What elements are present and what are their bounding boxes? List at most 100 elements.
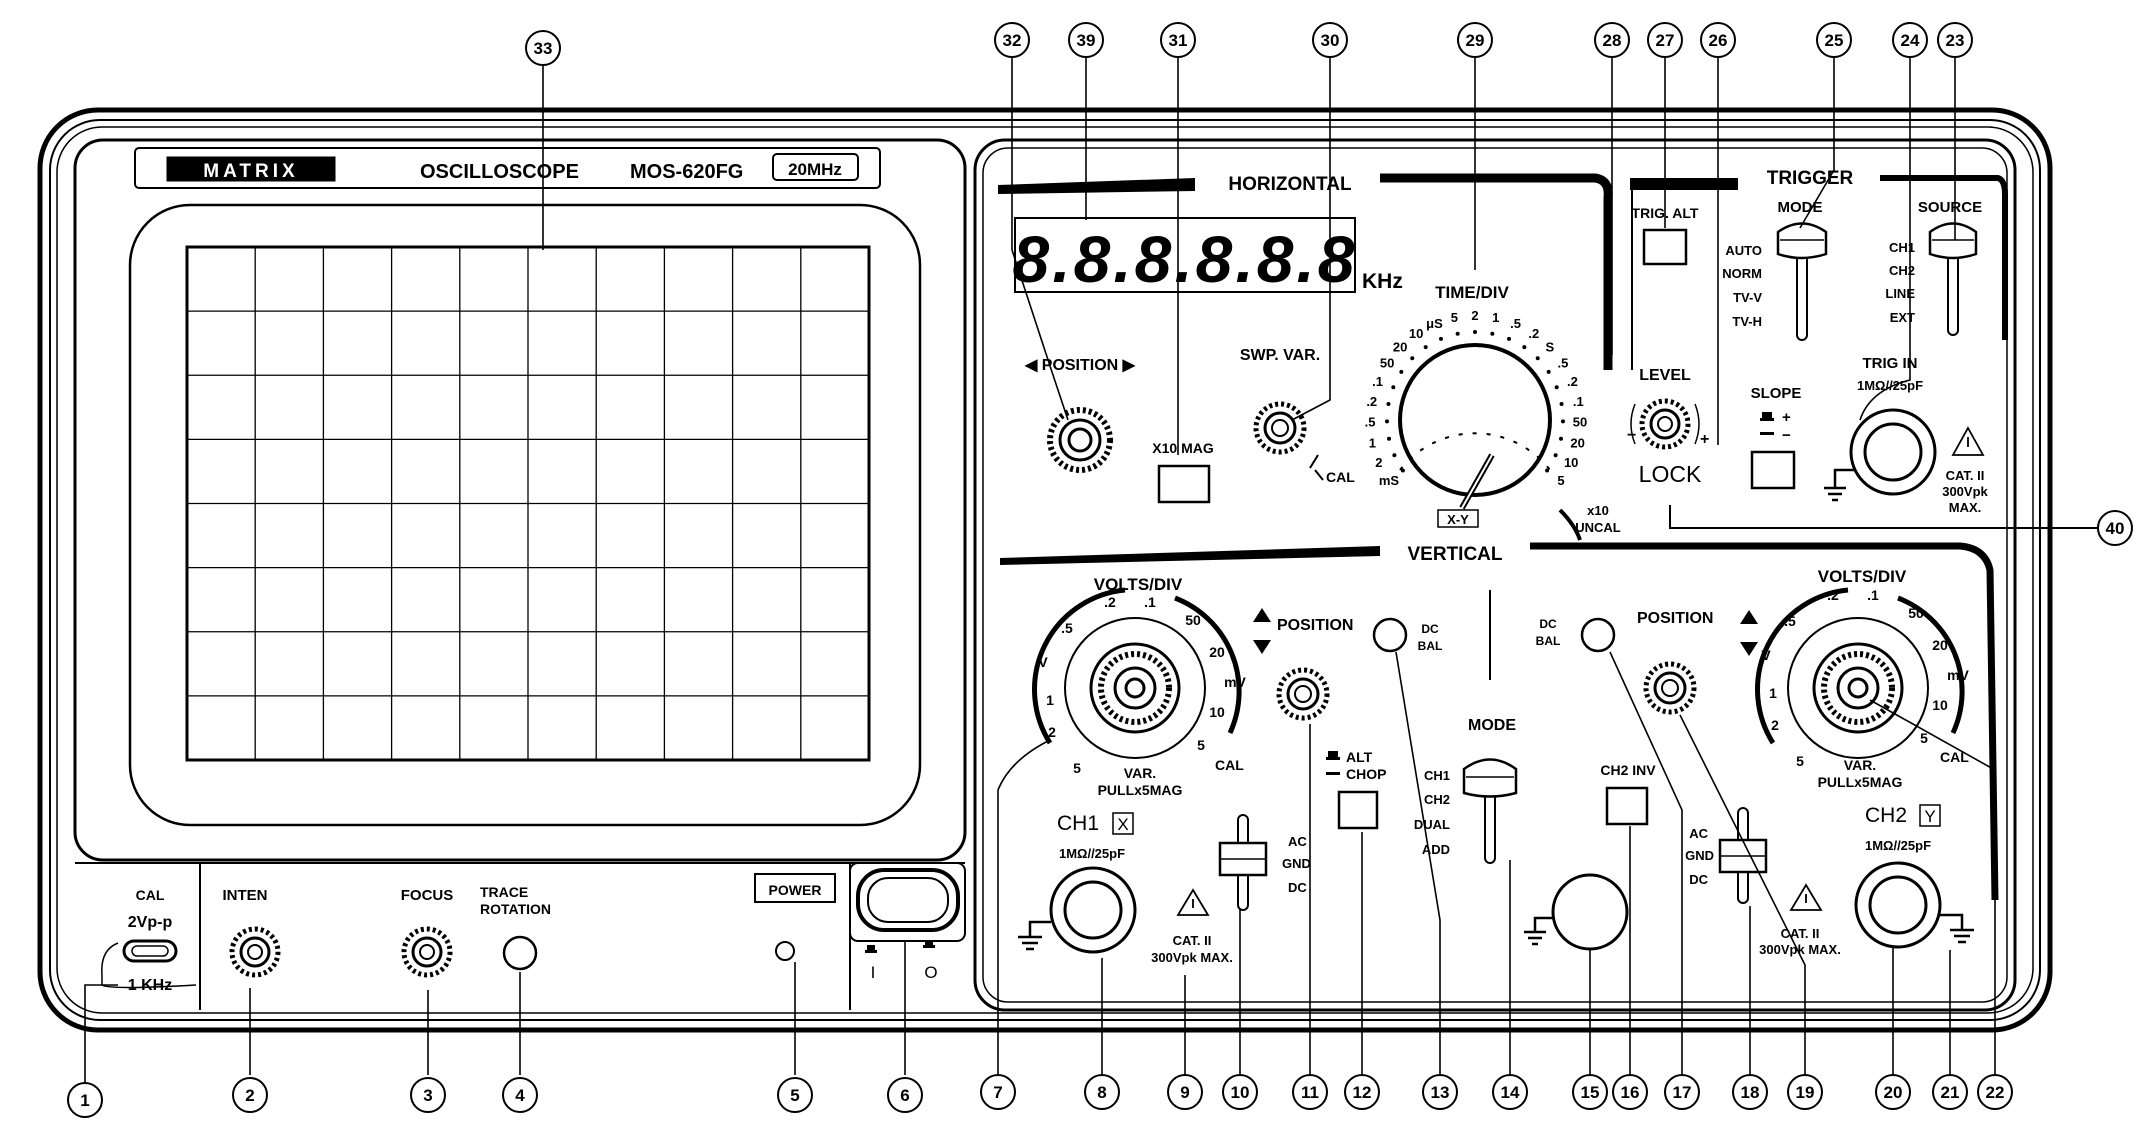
ch1-volts-div-scale-label: V: [1038, 654, 1048, 670]
svg-text:DC: DC: [1288, 880, 1307, 895]
callout-number: 30: [1321, 31, 1340, 50]
callout-circle: [1700, 22, 1736, 58]
ch2-input-bnc-connector[interactable]: [1854, 861, 1942, 949]
callout-number: 31: [1169, 31, 1188, 50]
callout-number: 1: [80, 1091, 89, 1110]
time-div-dial[interactable]: [1398, 343, 1552, 510]
header-plate: [134, 147, 881, 189]
trigger-section-label: TRIGGER: [1767, 168, 1854, 189]
callout-number: 7: [993, 1083, 1002, 1102]
alt-chop-button[interactable]: [1337, 790, 1379, 830]
ch1-volts-div-scale-label: 20: [1209, 644, 1225, 660]
callout-number: 25: [1825, 31, 1844, 50]
ch1-input-bnc-connector[interactable]: [1049, 866, 1137, 954]
callout-circle: [1457, 22, 1493, 58]
horizontal-section-label: HORIZONTAL: [1228, 174, 1352, 195]
focus-knob[interactable]: [401, 926, 453, 978]
cal-frequency: 1 KHz: [128, 977, 172, 994]
callout-number: 10: [1231, 1083, 1250, 1102]
time-div-scale-dot: [1559, 402, 1564, 407]
cal-output-terminal[interactable]: [122, 939, 178, 963]
ch2-volts-div-scale-label: .2: [1827, 587, 1839, 603]
callout-number: 6: [900, 1086, 909, 1105]
trig-in-bnc-connector[interactable]: [1849, 408, 1937, 496]
frame-ground-terminal[interactable]: [1524, 873, 1629, 951]
time-div-scale-dot: [1455, 331, 1460, 336]
trigger-source-lever[interactable]: [1928, 222, 1978, 336]
time-div-scale-label: .2: [1567, 374, 1578, 389]
x10-label: x10: [1587, 503, 1609, 518]
svg-text:GND: GND: [1282, 856, 1311, 871]
callout-number: 5: [790, 1086, 799, 1105]
inten-knob[interactable]: [229, 926, 281, 978]
frequency-display: [1014, 217, 1356, 293]
ch1-volts-div-scale-label: 1: [1046, 692, 1054, 708]
trig-alt-button[interactable]: [1642, 228, 1688, 266]
callout-number: 12: [1353, 1083, 1372, 1102]
ch1-position-arrows: [1253, 608, 1271, 654]
frequency-unit: KHz: [1362, 270, 1403, 293]
trace-rotation-adjust[interactable]: [502, 935, 538, 971]
ch2-volts-div-knob[interactable]: [1755, 587, 1965, 759]
slope-button[interactable]: [1750, 450, 1796, 490]
power-switch-button[interactable]: [856, 868, 960, 932]
time-div-scale-dot: [1535, 356, 1540, 361]
callout-circle: [1732, 1074, 1768, 1110]
ch1-dc-bal-trimmer[interactable]: [1372, 617, 1408, 653]
ch2-warning-icon: [1789, 883, 1823, 911]
trigger-mode-lever[interactable]: [1776, 222, 1828, 341]
time-div-scale-dot: [1423, 345, 1428, 350]
trig-cat-line-3: MAX.: [1949, 500, 1982, 515]
callout-circle: [1572, 1074, 1608, 1110]
time-div-scale-dot: [1399, 369, 1404, 374]
time-div-scale-label: 10: [1564, 455, 1578, 470]
time-div-scale-dot: [1560, 419, 1565, 424]
level-minus: −: [1627, 427, 1636, 444]
callout-circle: [1647, 22, 1683, 58]
callout-number: 4: [515, 1086, 525, 1105]
ch1-volts-div-knob[interactable]: [1032, 587, 1242, 759]
ch2-badge: Y: [1924, 807, 1935, 826]
ch2-badge-box: [1919, 804, 1941, 827]
ch2-volts-div-scale-label: 2: [1771, 717, 1779, 733]
ch2-inv-button[interactable]: [1605, 786, 1649, 826]
ch2-pull-label: PULLx5MAG: [1818, 774, 1903, 790]
ch2-coupling-switch[interactable]: [1718, 807, 1768, 904]
ch2-inv-label: CH2 INV: [1600, 762, 1656, 778]
time-div-scale-dot: [1439, 336, 1444, 341]
ch1-dc-bal-label-1: DC: [1421, 622, 1439, 636]
ch2-dc-bal-trimmer[interactable]: [1580, 617, 1616, 653]
time-div-label: TIME/DIV: [1435, 283, 1509, 302]
xy-box: [1437, 509, 1479, 528]
callout-number: 23: [1946, 31, 1965, 50]
ch2-cat-rating: 300Vpk MAX.: [1759, 942, 1841, 957]
uncal-bracket: [1558, 508, 1582, 541]
h-position-knob[interactable]: [1047, 407, 1113, 473]
svg-text:TV-H: TV-H: [1732, 314, 1762, 329]
swp-var-knob[interactable]: [1253, 401, 1307, 455]
ch2-position-knob[interactable]: [1643, 661, 1697, 715]
callout-number: 13: [1431, 1083, 1450, 1102]
swp-cal-label: CAL: [1326, 469, 1355, 485]
callout-circle: [1875, 1074, 1911, 1110]
vertical-mode-lever[interactable]: [1462, 758, 1518, 864]
trigger-mode-options: AUTO NORM TV-V TV-H: [1722, 243, 1762, 329]
ch2-position-arrows: [1740, 610, 1758, 656]
time-div-scale-dot: [1490, 331, 1495, 336]
x10-mag-button[interactable]: [1157, 464, 1211, 504]
time-div-scale-label: 50: [1380, 356, 1394, 371]
ch1-position-knob[interactable]: [1276, 667, 1330, 721]
ch1-coupling-switch[interactable]: [1218, 814, 1268, 911]
ch2-volts-div-scale-label: .5: [1784, 613, 1796, 629]
callout-circle: [1937, 22, 1973, 58]
time-div-scale-label: 1: [1369, 435, 1376, 450]
bandwidth-box: [772, 153, 859, 181]
instrument-title: OSCILLOSCOPE: [420, 161, 579, 183]
level-knob[interactable]: [1630, 398, 1700, 450]
ch1-volts-div-scale-label: 5: [1073, 760, 1081, 776]
vertical-section-label: VERTICAL: [1408, 544, 1503, 565]
time-div-scale-dot: [1473, 330, 1477, 334]
time-div-scale-dot: [1385, 419, 1390, 424]
trig-in-impedance: 1MΩ//25pF: [1857, 378, 1923, 393]
